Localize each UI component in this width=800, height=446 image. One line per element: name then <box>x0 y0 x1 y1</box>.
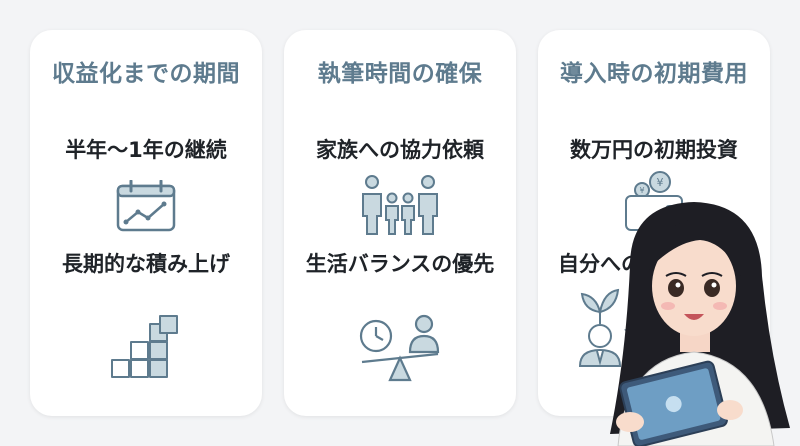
svg-text:¥: ¥ <box>639 186 644 195</box>
card-line: 数万円の初期投資 <box>570 138 738 162</box>
calendar-chart-icon <box>116 180 176 232</box>
card-line: 家族への協力依頼 <box>316 138 484 162</box>
svg-text:¥: ¥ <box>657 176 664 189</box>
presenter-illustration <box>610 202 790 446</box>
card-writing-time: 執筆時間の確保 家族への協力依頼 生活バランスの優先 <box>284 30 516 416</box>
stacked-blocks-icon <box>111 315 178 378</box>
family-icon <box>362 175 438 235</box>
card-monetization-period: 収益化までの期間 半年〜1年の継続 長期的な積み上げ <box>30 30 262 416</box>
card-line: 自分への <box>558 252 642 276</box>
card-line: 生活バランスの優先 <box>305 252 495 276</box>
card-heading: 執筆時間の確保 <box>317 61 483 87</box>
time-balance-scale-icon <box>359 314 440 382</box>
card-heading: 導入時の初期費用 <box>560 61 748 87</box>
card-line: 半年〜1年の継続 <box>65 138 227 162</box>
card-line: 長期的な積み上げ <box>62 252 230 276</box>
card-heading: 収益化までの期間 <box>52 61 240 87</box>
